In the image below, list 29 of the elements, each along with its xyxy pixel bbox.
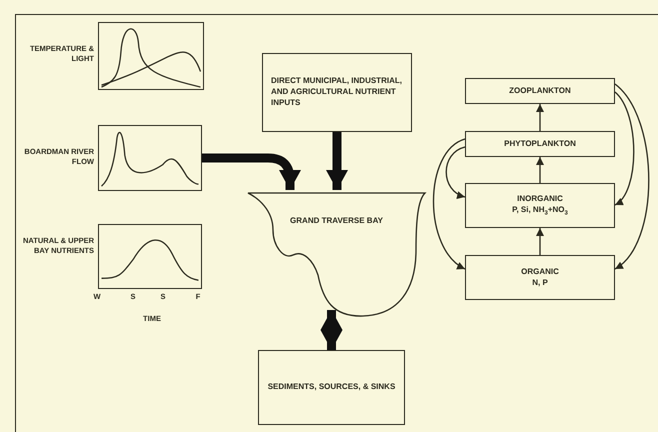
process-box	[465, 131, 615, 157]
arrow	[320, 310, 342, 350]
arrow	[446, 146, 466, 198]
arrow	[536, 104, 544, 131]
node-label: ZOOPLANKTON	[509, 86, 571, 96]
node-label: SEDIMENTS, SOURCES, & SINKS	[268, 382, 396, 393]
node-label: N, P	[532, 278, 548, 288]
node-label: ORGANIC	[521, 266, 559, 278]
node-label: INORGANIC	[517, 194, 563, 205]
picture	[98, 224, 202, 289]
process-box	[465, 255, 615, 300]
arrow	[614, 84, 650, 270]
arrow	[536, 157, 544, 183]
node-label: P, Si, NH$_{3}$+NO$_{3}$	[512, 204, 568, 218]
arrow	[432, 138, 466, 270]
process-box	[262, 53, 412, 132]
bay-outline	[248, 190, 425, 318]
node-label: DIRECT MUNICIPAL, INDUSTRIAL, AND AGRICULTURAL NUTRIENT INPUTS	[271, 76, 403, 109]
arrow	[202, 154, 301, 190]
process-box	[465, 183, 615, 228]
node-label: PHYTOPLANKTON	[504, 138, 576, 150]
arrow	[614, 92, 634, 206]
arrow	[326, 132, 348, 190]
process-box	[465, 78, 615, 104]
picture	[98, 125, 202, 191]
picture	[98, 22, 204, 90]
node-label: GRAND TRAVERSE BAY	[290, 216, 383, 226]
process-box	[258, 350, 405, 425]
arrow	[536, 228, 544, 255]
